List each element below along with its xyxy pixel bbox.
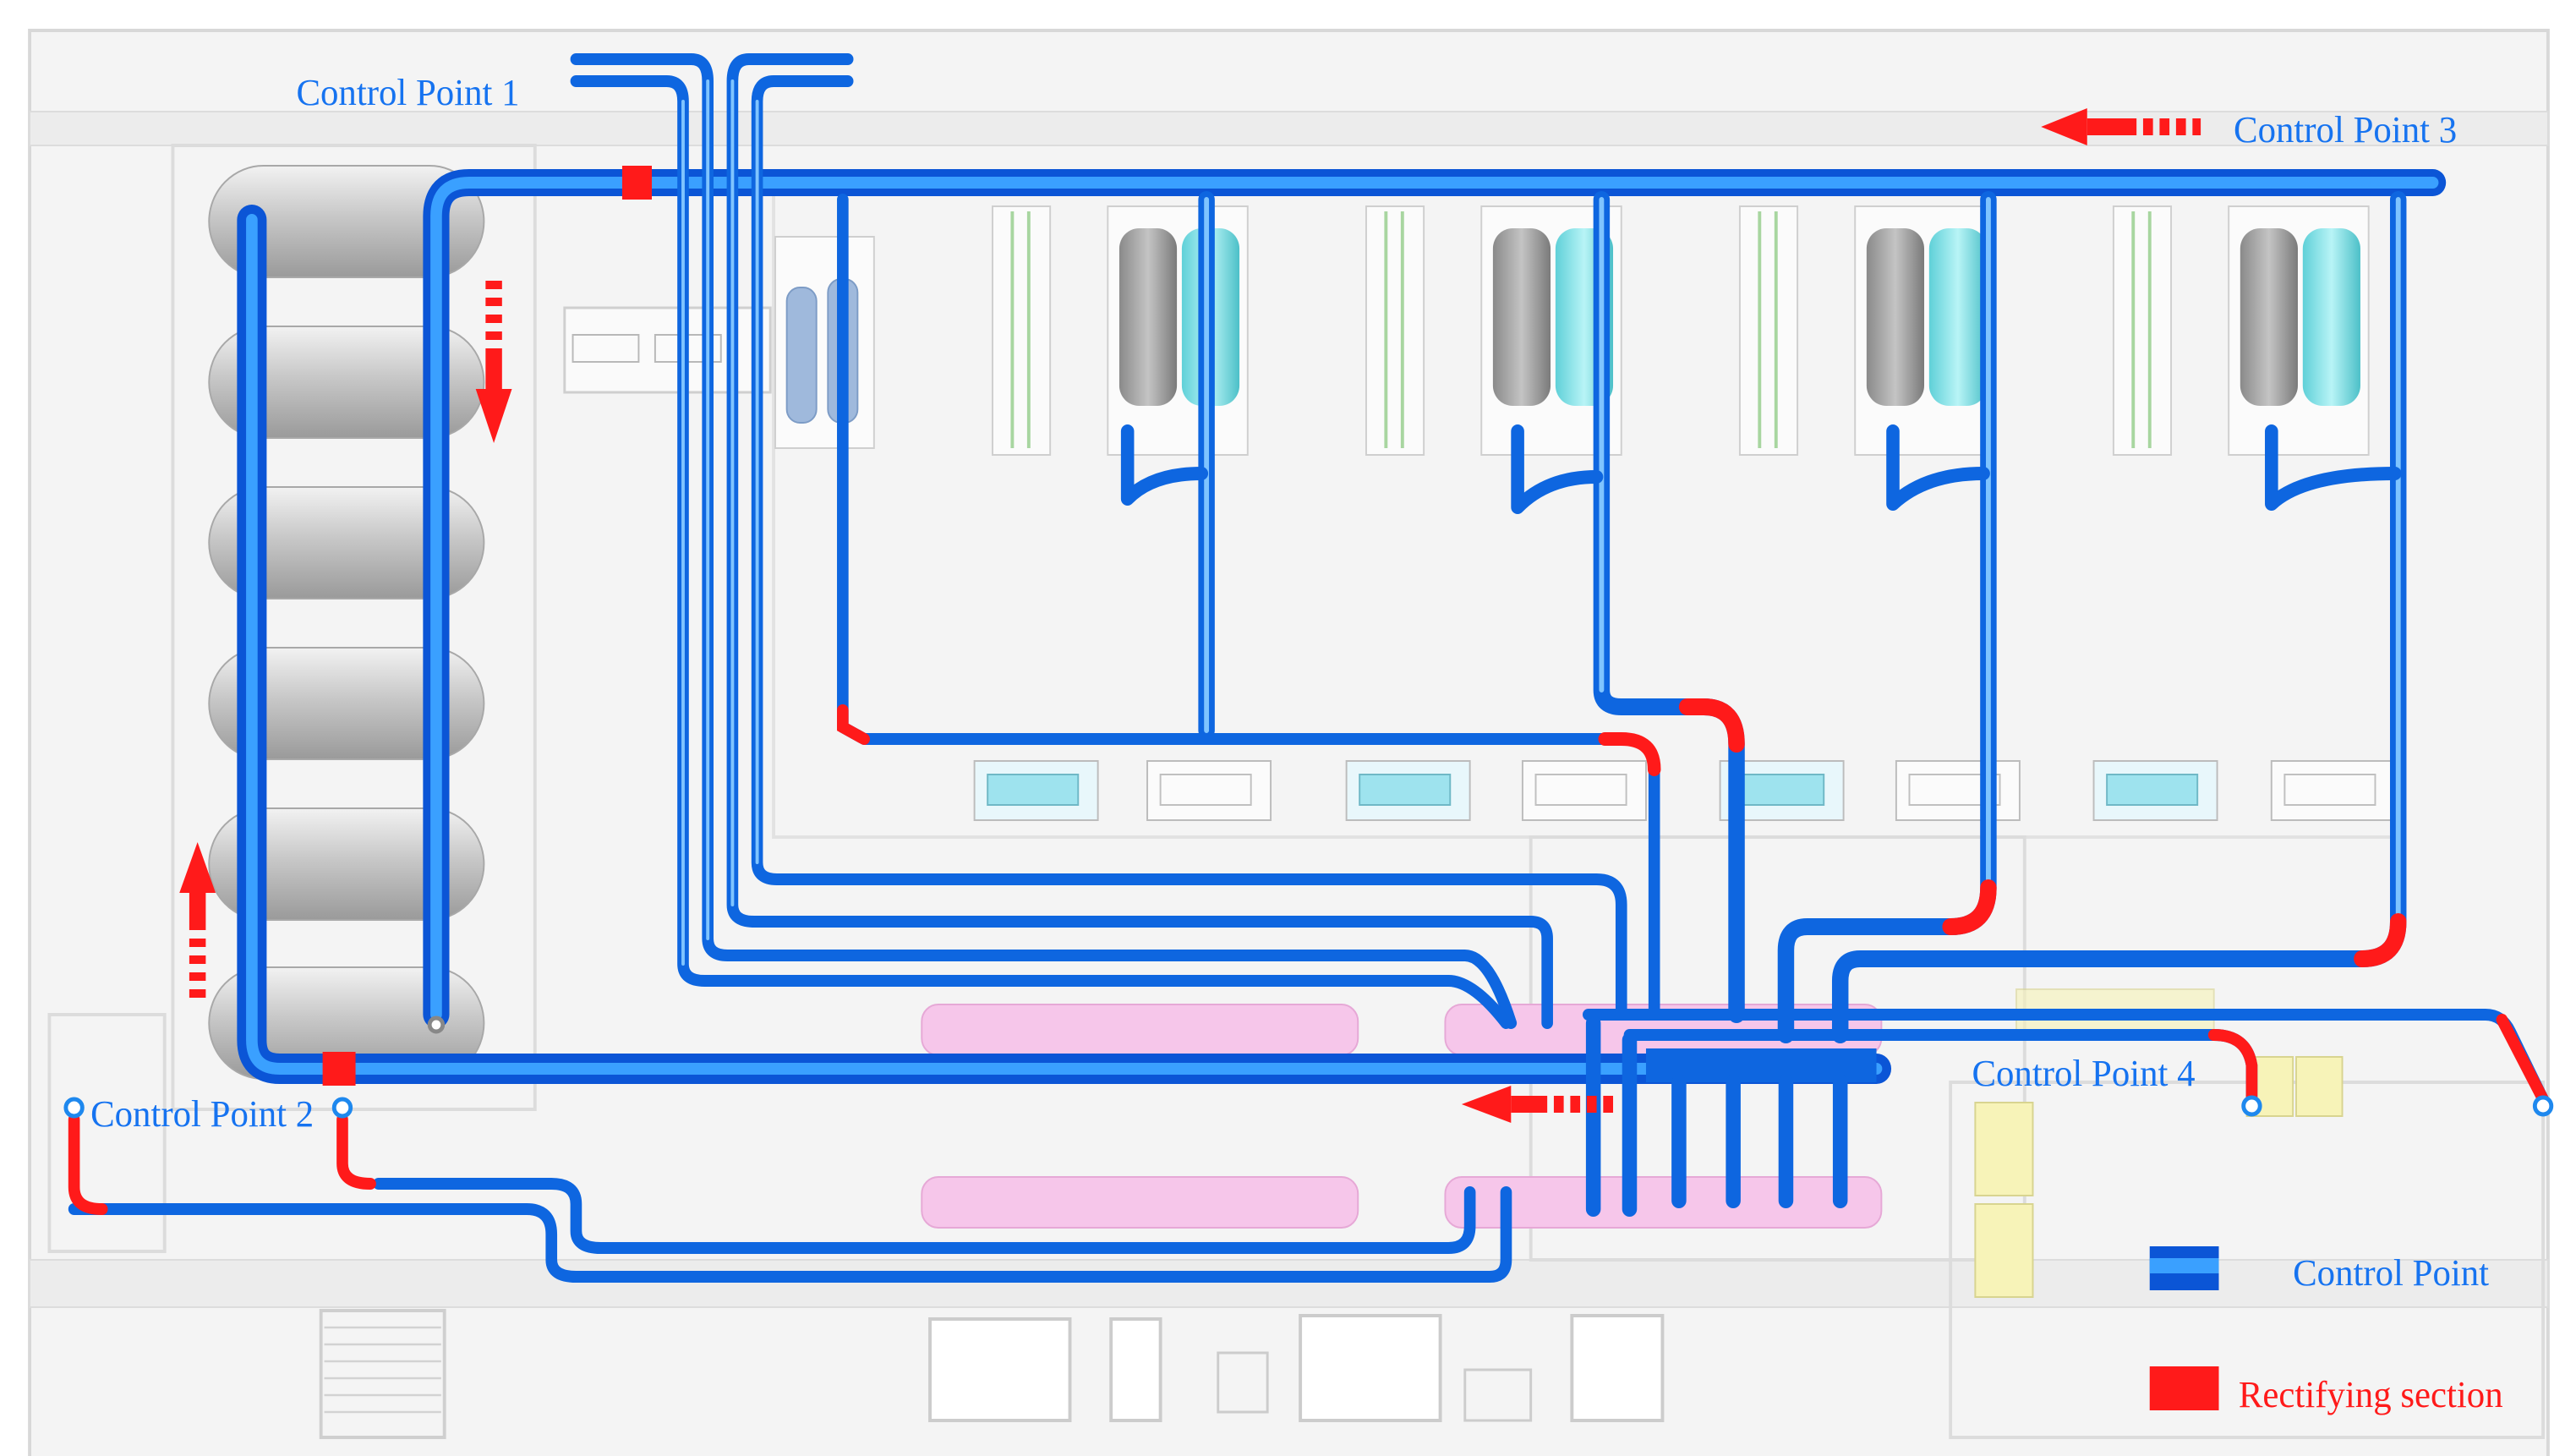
corridor-top [29, 111, 2549, 146]
left-room [47, 1013, 167, 1253]
lower-branch-pipes [68, 1178, 1512, 1283]
label-control-point-4: Control Point 4 [1972, 1053, 2195, 1094]
pink-tank [921, 1004, 1359, 1056]
pump-skid [2270, 760, 2396, 821]
storage-tank [208, 647, 485, 760]
main-header-pipe [423, 169, 2447, 1028]
pipe-endpoint [331, 1097, 353, 1119]
room-box [1463, 1368, 1533, 1422]
equipment-units [774, 205, 2370, 456]
tank-room [171, 144, 537, 1111]
pipe-endpoint [2532, 1095, 2554, 1117]
room-box [1570, 1314, 1665, 1422]
flow-arrow-left-bottom [1461, 1086, 1614, 1123]
rectifying-section [2354, 913, 2407, 967]
equipment-hookups [1120, 424, 2402, 514]
rectifying-section [2207, 1029, 2258, 1105]
pump-skid [1521, 760, 1647, 821]
small-tank-pair [774, 236, 875, 449]
legend-label-control-point: Control Point [2293, 1252, 2489, 1294]
storage-tank [208, 807, 485, 921]
cp1-pipes [570, 53, 1627, 1029]
storage-tank [208, 486, 485, 599]
pink-tank [1444, 1176, 1883, 1229]
rectifying-sections [68, 166, 2549, 1215]
pump-skid [1146, 760, 1272, 821]
pipe-endpoints [63, 1015, 2554, 1119]
yellow-block [1974, 1102, 2034, 1196]
stair-block [319, 1309, 446, 1439]
pipe-endpoint [2241, 1095, 2262, 1117]
legend: Control Point Rectifying section [2149, 1246, 2503, 1415]
flow-arrows [179, 108, 2201, 1123]
rectifying-section [336, 1114, 376, 1190]
control-point-labels: Control Point 1 Control Point 2 Control … [90, 72, 2457, 1135]
room-box [1217, 1351, 1269, 1414]
label-control-point-3: Control Point 3 [2234, 109, 2457, 151]
flow-arrow-up [179, 842, 216, 998]
pump-skids [973, 760, 2396, 821]
flow-arrow-left-top [2041, 108, 2201, 145]
equipment-unit [1365, 205, 1622, 456]
corridor-bottom [29, 1259, 2549, 1308]
equipment-unit [992, 205, 1249, 456]
pump-skid [1895, 760, 2021, 821]
yellow-block [2295, 1056, 2344, 1117]
stair-treads [324, 1326, 441, 1414]
rectifying-section [1598, 732, 1661, 776]
rectifying-section [1942, 879, 1997, 935]
rectifying-section [837, 704, 870, 745]
pipe-endpoint [427, 1015, 446, 1034]
storage-tank [208, 326, 485, 439]
yellow-block [1974, 1203, 2034, 1298]
label-control-point-1: Control Point 1 [296, 72, 519, 113]
legend-label-rectifying: Rectifying section [2239, 1374, 2503, 1415]
flow-arrow-down [475, 281, 512, 443]
console-unit [572, 334, 640, 363]
room-box [928, 1317, 1072, 1422]
left-loop-pipe [237, 205, 1892, 1084]
room-box [1109, 1317, 1162, 1422]
rectifying-section [2496, 1014, 2549, 1105]
room-box [1299, 1314, 1442, 1422]
equipment-unit [2112, 205, 2370, 456]
rectifying-section [68, 1114, 108, 1215]
rectifying-section [1678, 698, 1745, 753]
pink-tank [921, 1176, 1359, 1229]
legend-swatch-rectifying [2149, 1366, 2219, 1410]
rectifying-section [621, 166, 652, 200]
label-control-point-2: Control Point 2 [90, 1093, 314, 1135]
console [563, 306, 772, 394]
rectifying-section [322, 1052, 356, 1086]
storage-tanks [208, 165, 485, 1080]
storage-tank [208, 165, 485, 278]
equipment-unit [1738, 205, 1996, 456]
pipe-endpoint [63, 1097, 85, 1119]
